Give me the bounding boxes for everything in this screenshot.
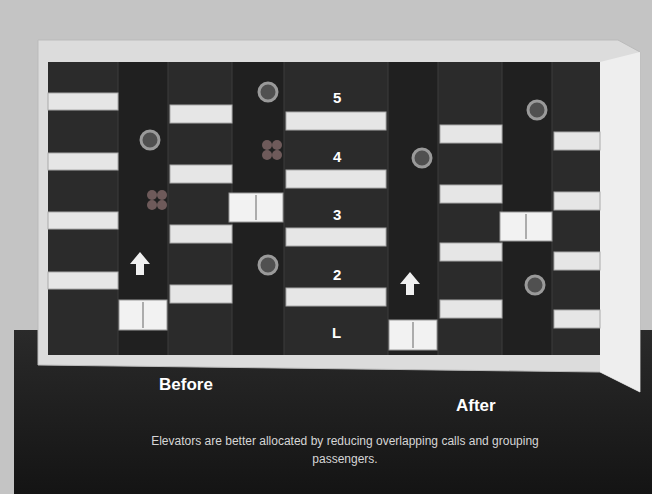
elevator-cars <box>119 193 552 350</box>
call-circles <box>141 83 546 294</box>
frame-interior <box>48 62 600 355</box>
up-arrows <box>130 252 420 295</box>
caption: Elevators are better allocated by reduci… <box>150 432 540 468</box>
frame <box>38 40 640 392</box>
floor-number: 4 <box>333 148 341 166</box>
shafts <box>118 62 552 355</box>
floor-slabs <box>48 93 600 328</box>
floor-number: 2 <box>333 266 341 284</box>
floor-number: 5 <box>333 89 341 107</box>
passenger-icons <box>147 140 282 210</box>
shaft-lines <box>118 62 552 355</box>
floor-number: 3 <box>333 206 341 224</box>
group-label: After <box>456 396 496 416</box>
frame-side <box>600 52 640 392</box>
group-label: Before <box>159 375 213 395</box>
floor-number: L <box>332 324 341 342</box>
